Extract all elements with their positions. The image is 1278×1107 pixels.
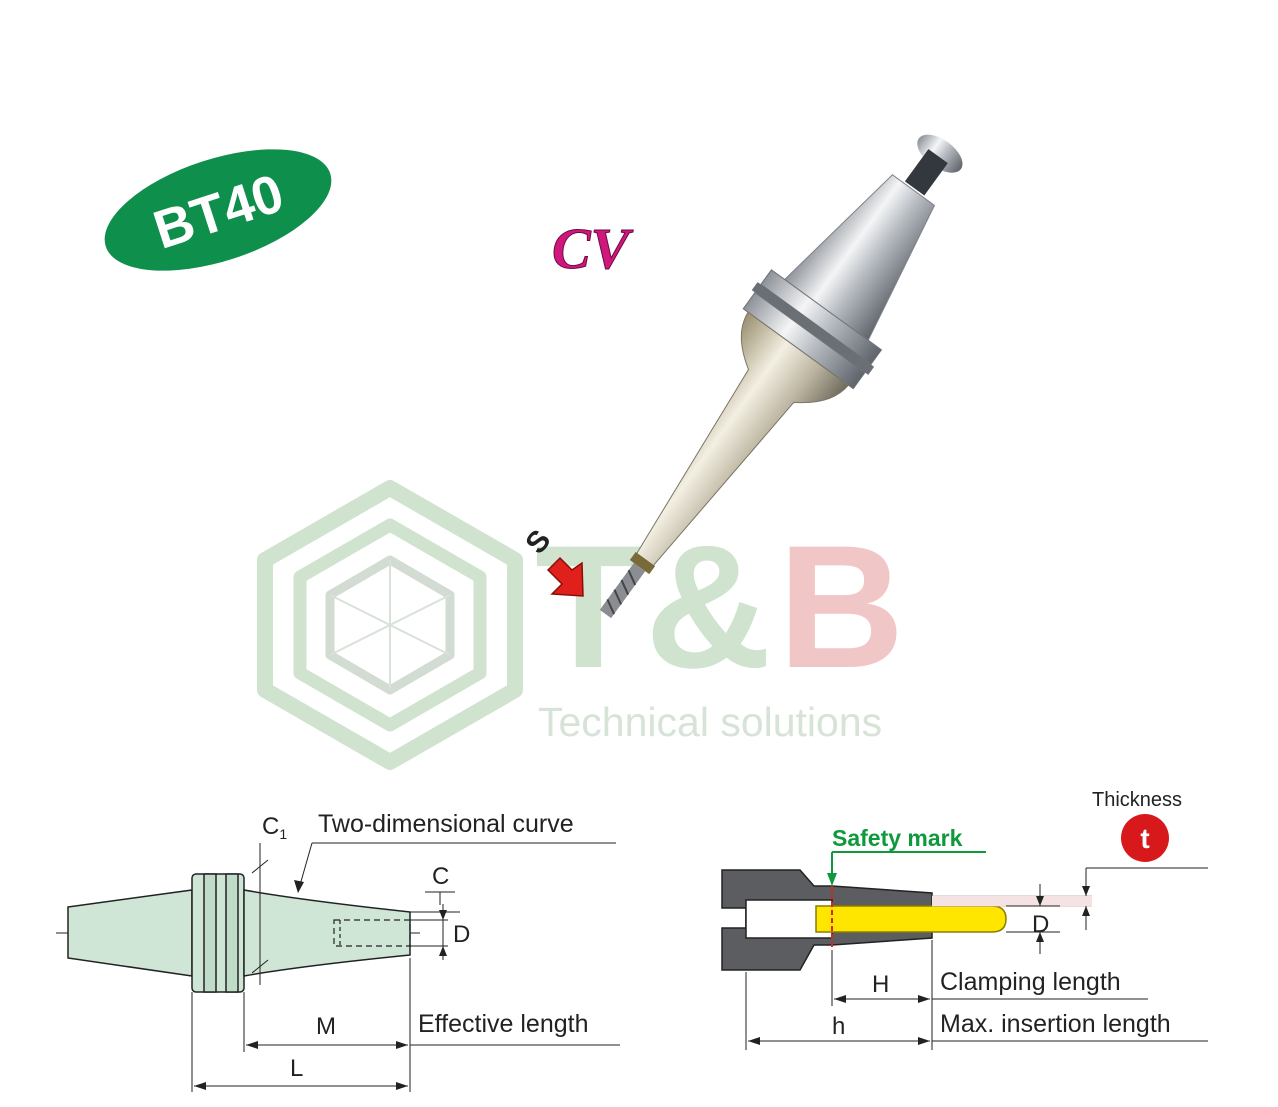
curve-label: Two-dimensional curve <box>318 810 574 838</box>
h-upper-label: H <box>872 971 889 998</box>
rotation-arrow-icon <box>546 556 584 597</box>
d-label-right: D <box>1032 911 1049 938</box>
c1-subscript: 1 <box>279 826 287 842</box>
l-label: L <box>290 1055 303 1082</box>
d-label-left: D <box>453 921 470 948</box>
safety-mark-label: Safety mark <box>832 825 963 851</box>
max-insertion-length-label: Max. insertion length <box>940 1010 1171 1038</box>
c-label: C <box>432 863 449 890</box>
watermark-brand-b: B <box>778 510 904 705</box>
c1-label: C1 <box>262 813 287 842</box>
left-diagram <box>56 842 620 1092</box>
h-lower-label: h <box>832 1013 845 1040</box>
t-icon-letter: t <box>1140 823 1149 854</box>
m-label: M <box>316 1013 336 1040</box>
watermark: T & B Technical solutions <box>257 480 904 770</box>
thickness-t-icon: t <box>1121 814 1169 862</box>
cv-mark: CV <box>552 216 634 281</box>
c1-letter: C <box>262 813 279 840</box>
tool-holder-illustration <box>599 134 963 619</box>
watermark-brand-t: T <box>535 510 642 705</box>
bt40-badge: BT40 <box>104 149 332 271</box>
effective-length-label: Effective length <box>418 1010 588 1038</box>
thickness-label: Thickness <box>1092 789 1182 811</box>
watermark-tagline: Technical solutions <box>538 699 882 745</box>
right-diagram <box>721 851 1208 1050</box>
hexagon-logo-icon <box>257 480 523 770</box>
clamping-length-label: Clamping length <box>940 968 1121 996</box>
